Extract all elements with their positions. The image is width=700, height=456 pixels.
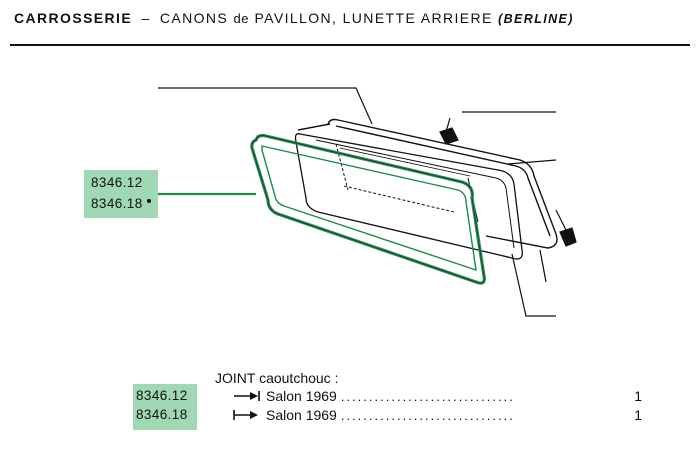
title-part1: CANONS — [159, 10, 229, 26]
legend-dots-2: ............................... — [340, 407, 515, 423]
callout-bullet — [147, 199, 151, 203]
leader-line-lower — [511, 253, 556, 317]
clip-right — [555, 209, 577, 247]
from-arrow-icon — [233, 410, 258, 420]
up-to-arrow-icon — [234, 391, 260, 401]
title-main: CARROSSERIE — [14, 10, 133, 26]
page-title: CARROSSERIE – CANONS de PAVILLON, LUNETT… — [14, 10, 694, 26]
legend-row-2: Salon 1969 .............................… — [232, 406, 642, 424]
legend-codes-highlight — [133, 384, 197, 430]
legend-dots-1: ............................... — [340, 388, 515, 404]
leader-line-drip-rail — [158, 87, 373, 125]
title-rule — [10, 44, 690, 46]
title-de: de — [233, 11, 250, 26]
legend-label-2: Salon 1969 — [266, 407, 337, 423]
legend-row-1: Salon 1969 .............................… — [232, 387, 642, 405]
title-separator: – — [141, 10, 151, 26]
legend-qty-1: 1 — [634, 388, 642, 404]
legend-code-2: 8346.18 — [136, 407, 188, 422]
legend-heading: JOINT caoutchouc : — [215, 370, 339, 386]
rear-window-frame — [297, 118, 558, 249]
callout-highlight — [84, 170, 158, 218]
title-part2: PAVILLON, LUNETTE ARRIERE — [254, 10, 493, 26]
rubber-seal — [250, 133, 486, 285]
clip-top — [439, 117, 459, 145]
leader-line-frame — [507, 159, 557, 165]
leader-line-right-glass — [539, 249, 547, 283]
legend-qty-2: 1 — [634, 407, 642, 423]
legend-code-1: 8346.12 — [136, 388, 188, 403]
legend-label-1: Salon 1969 — [266, 388, 337, 404]
title-variant: (BERLINE) — [498, 12, 574, 26]
callout-ref-1: 8346.12 — [91, 175, 143, 190]
callout-ref-2: 8346.18 — [91, 196, 143, 211]
